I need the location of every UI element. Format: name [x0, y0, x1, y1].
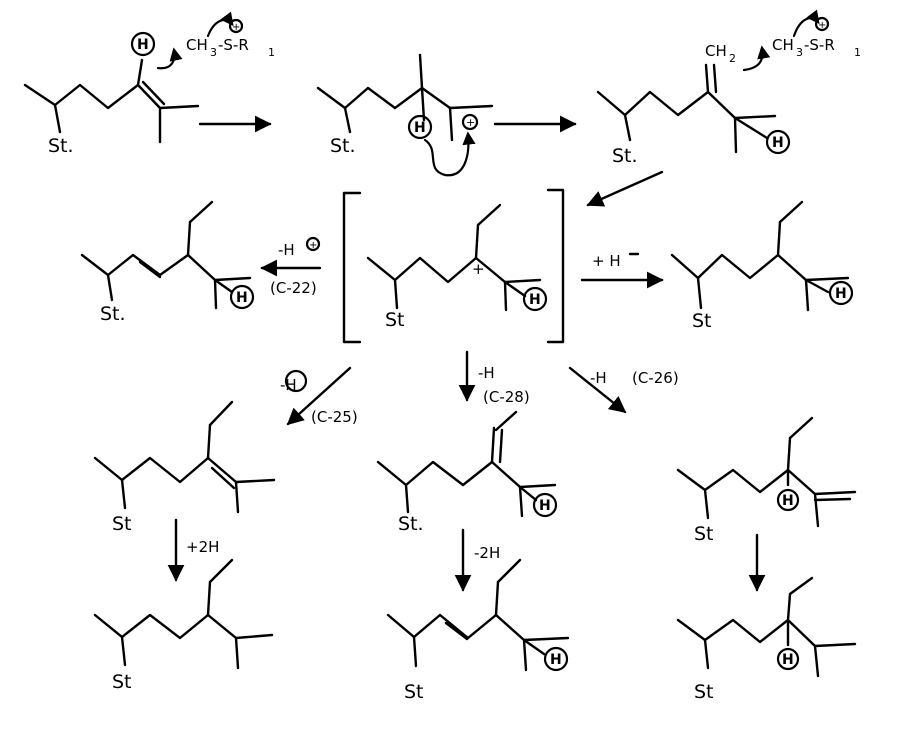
- step-minus-h-c26: -H (C-26): [568, 366, 679, 414]
- st-label: St: [385, 309, 405, 331]
- st-label: St: [692, 310, 712, 332]
- methyl-donor-2: CH 3 -S-R 1 +: [772, 9, 861, 59]
- step-position: (C-26): [632, 369, 679, 387]
- structure-delta25-26: H St: [676, 416, 857, 545]
- structure-saturated-bottom-right: H St: [676, 576, 857, 703]
- st-label: St.: [48, 135, 74, 157]
- step-position: (C-25): [311, 408, 358, 426]
- structure-3-methylene: H CH 2 St.: [596, 42, 791, 167]
- step-position: (C-28): [483, 388, 530, 406]
- st-label: St.: [330, 135, 356, 157]
- donor-ch-text: CH: [772, 36, 794, 54]
- h-label: H: [550, 652, 562, 668]
- structure-saturated-right: H St: [670, 200, 854, 332]
- bracketed-cation-intermediate: H + St: [342, 188, 565, 344]
- structure-delta24-28: H St.: [376, 410, 558, 535]
- structure-delta22-bottom: H St: [386, 558, 570, 703]
- donor-plus: +: [818, 20, 826, 31]
- h-label: H: [529, 292, 541, 308]
- step-label: -H: [590, 369, 607, 387]
- step-minus-h-c22: -H + (C-22): [260, 236, 322, 297]
- st-label: St: [694, 681, 714, 703]
- structure-saturated-bottom-left: St: [93, 558, 274, 693]
- arrow-step-3: [586, 170, 664, 207]
- step-plus: +: [309, 240, 317, 251]
- h-label: H: [782, 652, 794, 668]
- donor-r1-sub: 1: [268, 46, 275, 59]
- step-position: (C-22): [270, 279, 317, 297]
- structure-2-cation: H + St.: [316, 53, 494, 177]
- step-minus-h-c25: -H (C-25): [280, 366, 358, 426]
- st-label: St.: [398, 513, 424, 535]
- step-label: + H: [592, 252, 621, 270]
- donor-r1-sub: 1: [854, 46, 861, 59]
- structure-delta22: H St.: [80, 200, 255, 325]
- st-label: St: [404, 681, 424, 703]
- structure-1-substrate: H St.: [23, 31, 200, 157]
- donor-s-text: -S-R: [218, 36, 249, 54]
- st-label: St.: [612, 145, 638, 167]
- ch2-sub: 2: [729, 52, 736, 65]
- h-label: H: [414, 120, 426, 136]
- donor-plus: +: [232, 22, 240, 33]
- step-plus-hydride: + H: [580, 252, 664, 289]
- step-label: -H: [278, 241, 295, 259]
- cation-plus: +: [466, 116, 475, 129]
- step-label: -H: [478, 364, 495, 382]
- ch2-text: CH: [705, 42, 727, 60]
- h-label: H: [137, 37, 149, 53]
- h-label: H: [782, 493, 794, 509]
- cation-plus: +: [472, 260, 485, 278]
- st-label: St.: [100, 303, 126, 325]
- step-label: -2H: [474, 544, 500, 562]
- step-label: +2H: [186, 538, 219, 556]
- h-label: H: [835, 286, 847, 302]
- methyl-donor-1: CH 3 -S-R 1 +: [156, 11, 275, 70]
- structure-delta25: St: [93, 400, 276, 535]
- st-label: St: [112, 513, 132, 535]
- donor-ch-text: CH: [186, 36, 208, 54]
- donor-3-sub: 3: [796, 46, 803, 59]
- step-plus-2h: +2H: [167, 518, 219, 582]
- h-label: H: [772, 135, 784, 151]
- st-label: St: [694, 523, 714, 545]
- step-minus-h-c28: -H (C-28): [458, 350, 530, 406]
- step-minus-2h: -2H: [454, 528, 500, 592]
- donor-3-sub: 3: [210, 46, 217, 59]
- h-label: H: [539, 498, 551, 514]
- h-label: H: [236, 290, 248, 306]
- donor-s-text: -S-R: [804, 36, 835, 54]
- st-label: St: [112, 671, 132, 693]
